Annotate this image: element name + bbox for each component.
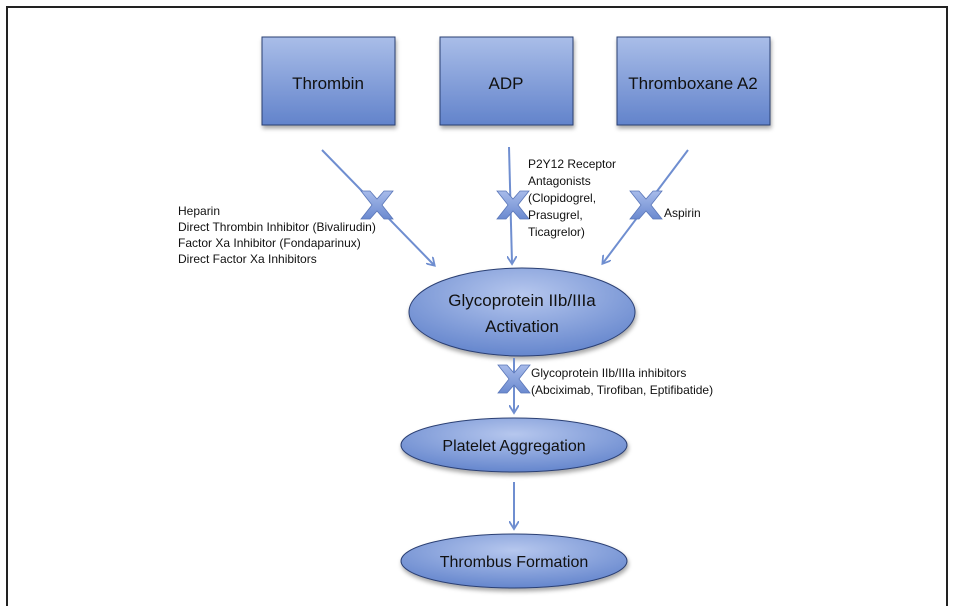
thrombus-formation-node: Thrombus Formation — [400, 533, 628, 589]
svg-text:Heparin: Heparin — [178, 204, 220, 218]
gp-activation-node: Glycoprotein IIb/IIIa Activation — [408, 267, 636, 357]
svg-text:Antagonists: Antagonists — [528, 174, 591, 188]
adp-inhibitors: P2Y12 Receptor Antagonists (Clopidogrel,… — [528, 157, 616, 239]
platelet-aggregation-node: Platelet Aggregation — [400, 417, 628, 473]
svg-text:Ticagrelor): Ticagrelor) — [528, 225, 585, 239]
svg-text:Factor Xa Inhibitor (Fondapari: Factor Xa Inhibitor (Fondaparinux) — [178, 236, 361, 250]
thromboxane-inhibitors: Aspirin — [664, 206, 701, 220]
svg-text:Glycoprotein IIb/IIIa inhibito: Glycoprotein IIb/IIIa inhibitors — [531, 366, 686, 380]
adp-box: ADP — [439, 36, 574, 126]
thrombin-box: Thrombin — [261, 36, 396, 126]
svg-text:P2Y12 Receptor: P2Y12 Receptor — [528, 157, 616, 171]
thromboxane-box: Thromboxane A2 — [616, 36, 771, 126]
thromboxane-label: Thromboxane A2 — [628, 74, 757, 93]
thromboxane-block-icon — [629, 190, 663, 220]
diagram-frame — [6, 6, 948, 606]
gp-inhibitors: Glycoprotein IIb/IIIa inhibitors (Abcixi… — [531, 366, 713, 397]
platelet-aggregation-label: Platelet Aggregation — [442, 438, 585, 455]
svg-text:(Abciximab, Tirofiban, Eptifib: (Abciximab, Tirofiban, Eptifibatide) — [531, 383, 713, 397]
svg-text:Direct Factor Xa Inhibitors: Direct Factor Xa Inhibitors — [178, 252, 317, 266]
thrombin-inhibitors: Heparin Direct Thrombin Inhibitor (Bival… — [178, 204, 376, 266]
gp-activation-label-line2: Activation — [485, 317, 559, 336]
svg-text:Prasugrel,: Prasugrel, — [528, 208, 583, 222]
thrombin-block-icon — [360, 190, 394, 220]
adp-label: ADP — [489, 74, 524, 93]
gp-activation-label-line1: Glycoprotein IIb/IIIa — [448, 291, 596, 310]
thrombin-label: Thrombin — [292, 74, 364, 93]
svg-text:Direct Thrombin Inhibitor (Biv: Direct Thrombin Inhibitor (Bivalirudin) — [178, 220, 376, 234]
adp-block-icon — [496, 190, 530, 220]
thrombus-formation-label: Thrombus Formation — [440, 554, 589, 571]
svg-text:(Clopidogrel,: (Clopidogrel, — [528, 191, 596, 205]
